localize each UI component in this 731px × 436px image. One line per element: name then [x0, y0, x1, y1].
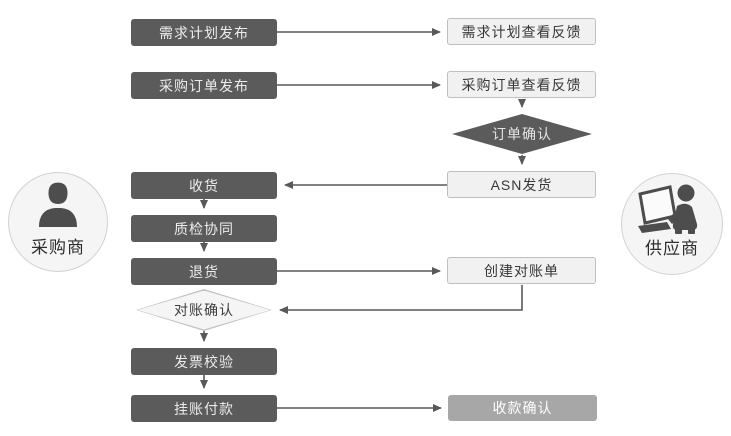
node-demand-plan-publish: 需求计划发布	[131, 19, 277, 46]
node-receipt-confirm: 收款确认	[448, 395, 597, 421]
node-booked-payment: 挂账付款	[131, 395, 277, 422]
node-return-goods: 退货	[131, 258, 277, 285]
diamond-order-confirm-label: 订单确认	[492, 126, 552, 142]
node-invoice-check: 发票校验	[131, 348, 277, 375]
diamond-statement-confirm: 对账确认	[136, 289, 272, 331]
actor-supplier-label: 供应商	[645, 239, 699, 258]
node-asn-ship: ASN发货	[447, 171, 596, 198]
actor-buyer-label: 采购商	[31, 238, 85, 257]
node-create-statement: 创建对账单	[447, 257, 596, 284]
diamond-statement-confirm-label: 对账确认	[174, 302, 234, 318]
person-icon	[38, 182, 78, 227]
node-receive-goods: 收货	[131, 172, 277, 199]
node-po-publish: 采购订单发布	[131, 72, 277, 99]
node-po-feedback: 采购订单查看反馈	[447, 71, 596, 98]
diamond-order-confirm: 订单确认	[452, 114, 592, 154]
person-at-computer-icon	[638, 184, 698, 234]
arrow-statement-to-recon-confirm	[279, 285, 523, 314]
node-quality-collab: 质检协同	[131, 215, 277, 242]
node-demand-plan-feedback: 需求计划查看反馈	[447, 18, 596, 45]
